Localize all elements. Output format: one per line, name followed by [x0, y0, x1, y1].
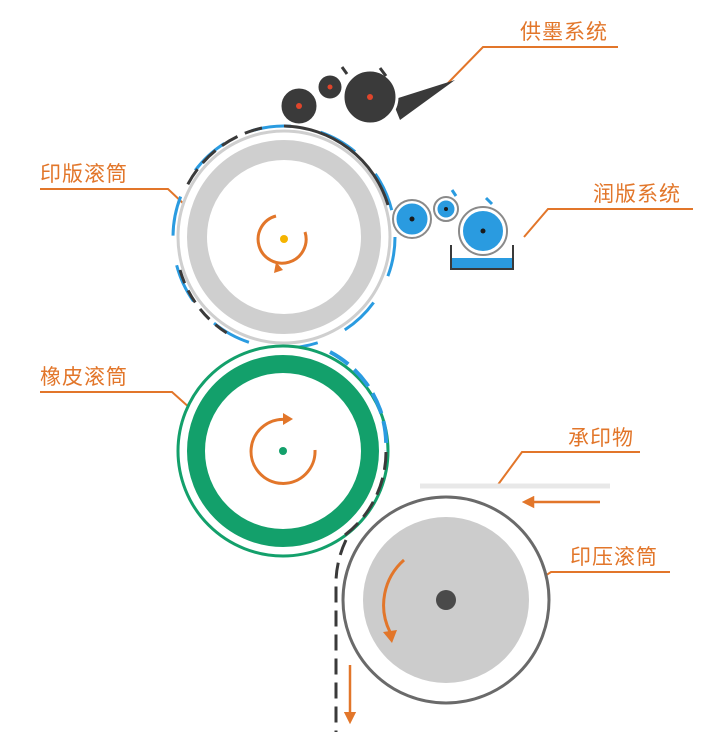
dampening-roller-small-dot — [444, 207, 448, 211]
leader-substrate — [496, 451, 640, 487]
leader-lines — [40, 46, 693, 605]
plate-rotation-arrow — [256, 214, 308, 265]
plate-ink-arc-3 — [283, 124, 390, 206]
ink-fountain-blade — [392, 80, 455, 120]
blanket-cylinder — [176, 344, 390, 558]
water-trough-outline — [450, 245, 514, 270]
plate-ink-arc-1 — [183, 126, 263, 191]
label-substrate: 承印物 — [568, 426, 634, 450]
blanket-axle — [279, 447, 287, 455]
blanket-rotation-arrow — [249, 417, 317, 485]
leader-dampening-system — [523, 208, 693, 238]
blanket-ink-layer — [344, 451, 388, 537]
ink-form-roller-dot — [296, 103, 302, 109]
label-blanket-cylinder: 橡皮滚筒 — [40, 365, 128, 389]
ink-roller-tick-1 — [340, 66, 349, 75]
plate-axle — [280, 235, 288, 243]
water-trough — [451, 258, 513, 269]
ink-roller-large-dot — [367, 94, 373, 100]
blanket-water-layer — [329, 350, 389, 452]
ink-roller-tick-2 — [378, 67, 388, 77]
plate-cylinder — [171, 124, 397, 350]
substrate-sheet-out — [334, 539, 348, 732]
ink-roller-small-dot — [327, 84, 333, 90]
label-dampening-system: 润版系统 — [593, 182, 681, 206]
ink-system — [278, 66, 455, 127]
leader-ink-system — [447, 46, 618, 84]
impression-rotation-arrow — [382, 558, 405, 633]
plate-ink-arc-2 — [178, 269, 231, 337]
dampening-system — [392, 189, 514, 270]
impression-axle — [436, 590, 456, 610]
substrate-path — [334, 483, 610, 732]
label-impression-cylinder: 印压滚筒 — [570, 545, 658, 569]
impression-cylinder — [341, 495, 551, 705]
dampening-roller-large-dot — [480, 228, 486, 234]
dampening-form-roller-dot — [409, 216, 415, 222]
label-plate-cylinder: 印版滚筒 — [40, 162, 128, 186]
label-ink-system: 供墨系统 — [520, 20, 608, 44]
